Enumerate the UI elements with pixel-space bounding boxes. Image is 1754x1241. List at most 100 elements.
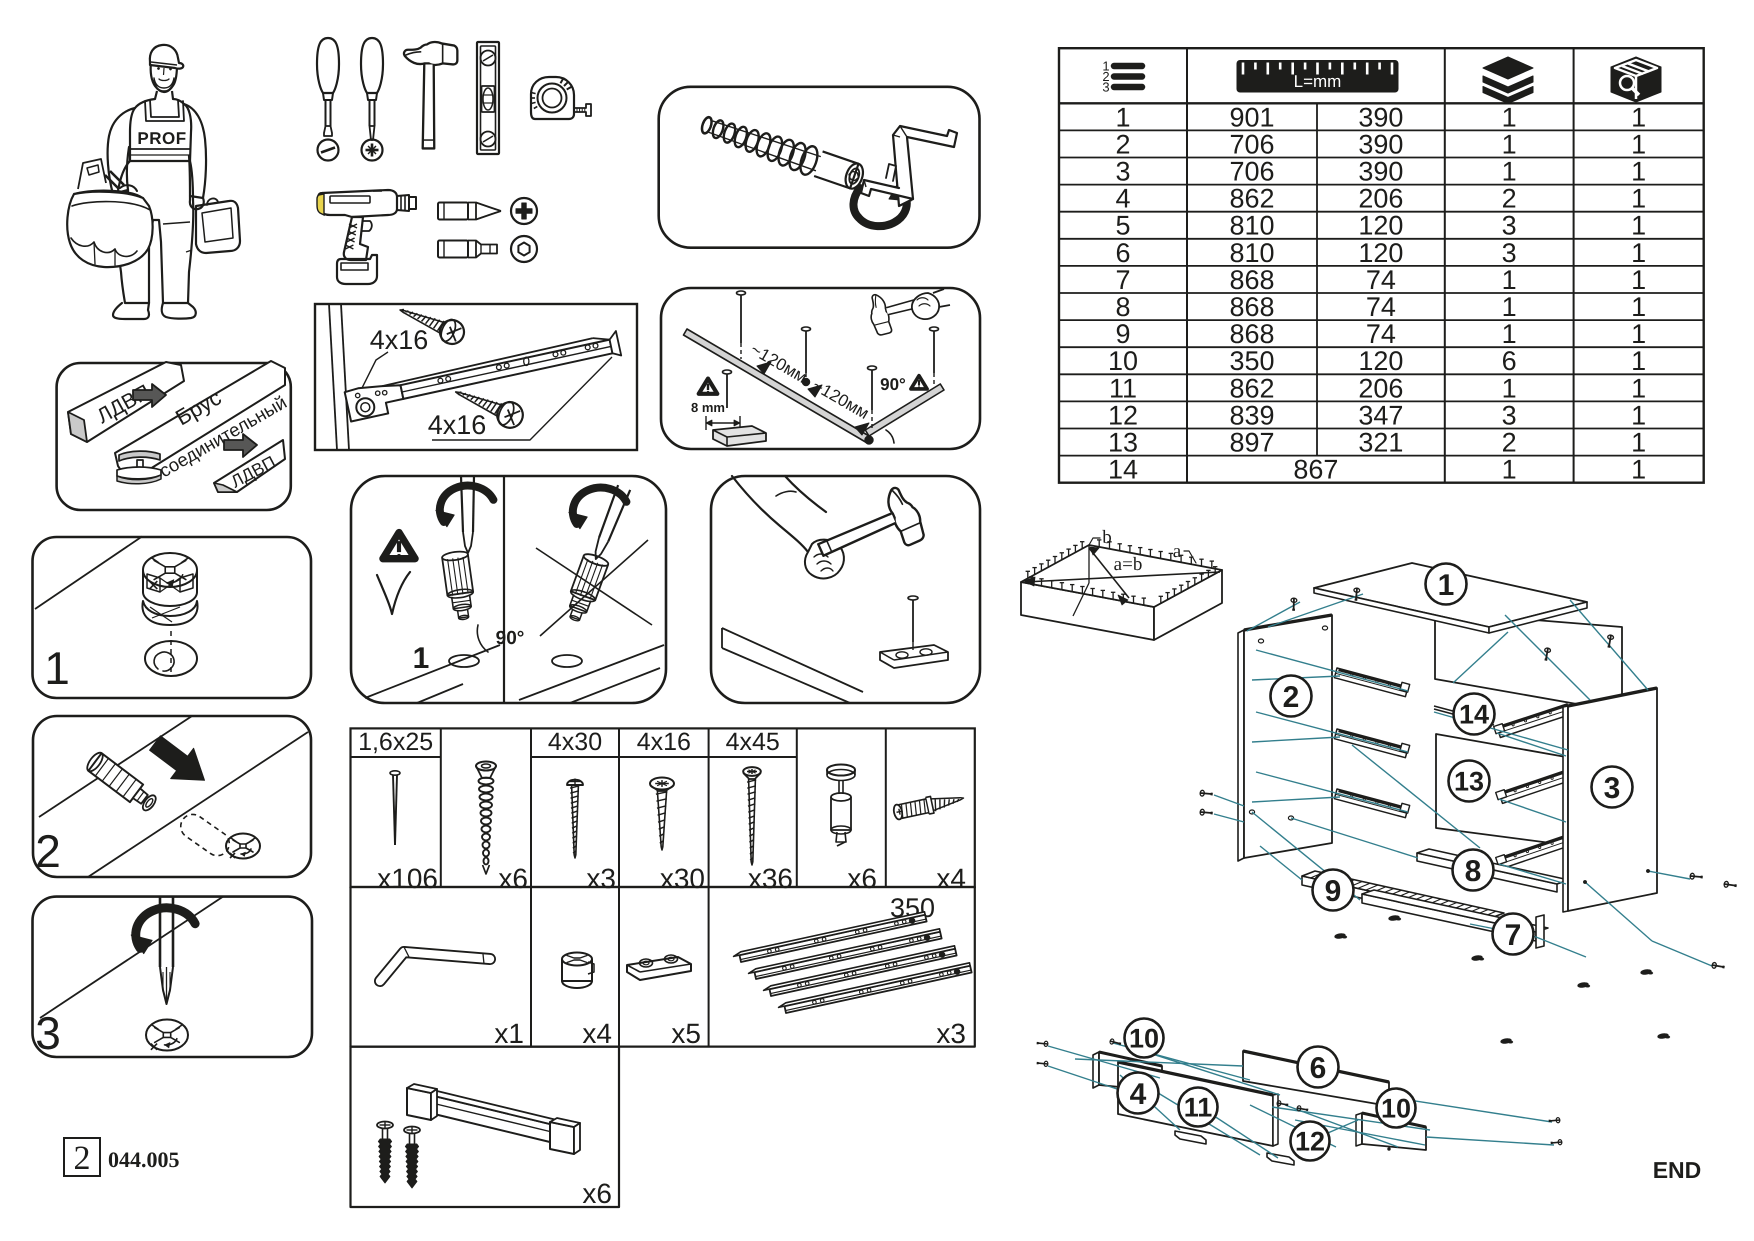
svg-text:b: b [1102, 527, 1112, 548]
svg-text:x1: x1 [494, 1018, 524, 1049]
svg-text:4x16: 4x16 [428, 410, 487, 440]
svg-text:8: 8 [1465, 855, 1482, 888]
svg-text:13: 13 [1108, 428, 1138, 458]
svg-text:x3: x3 [586, 863, 616, 894]
svg-text:1: 1 [1631, 184, 1646, 214]
svg-text:74: 74 [1366, 319, 1396, 349]
svg-text:8: 8 [1115, 292, 1130, 322]
svg-text:120: 120 [1358, 211, 1403, 241]
svg-text:12: 12 [1295, 1127, 1325, 1157]
svg-text:1: 1 [1631, 428, 1646, 458]
svg-text:1: 1 [1631, 265, 1646, 295]
svg-text:1: 1 [1631, 319, 1646, 349]
svg-text:1: 1 [1631, 238, 1646, 268]
svg-text:868: 868 [1229, 292, 1274, 322]
svg-text:x5: x5 [671, 1018, 701, 1049]
svg-text:390: 390 [1358, 157, 1403, 187]
svg-text:a: a [1173, 541, 1182, 562]
svg-text:9: 9 [1115, 319, 1130, 349]
svg-text:1: 1 [1502, 373, 1517, 403]
svg-text:4: 4 [1130, 1078, 1147, 1111]
svg-text:4x16: 4x16 [637, 728, 691, 756]
svg-text:867: 867 [1293, 455, 1338, 485]
svg-text:706: 706 [1229, 129, 1274, 159]
svg-text:11: 11 [1184, 1093, 1213, 1123]
svg-text:350: 350 [1229, 346, 1274, 376]
svg-text:044.005: 044.005 [108, 1147, 180, 1172]
svg-text:x4: x4 [936, 863, 966, 894]
svg-text:11: 11 [1109, 373, 1137, 403]
svg-text:810: 810 [1229, 238, 1274, 268]
svg-text:12: 12 [1108, 400, 1138, 430]
svg-text:868: 868 [1229, 265, 1274, 295]
svg-text:90°: 90° [496, 628, 525, 649]
svg-text:3: 3 [1102, 80, 1109, 95]
svg-text:2: 2 [1502, 428, 1517, 458]
svg-text:390: 390 [1358, 102, 1403, 132]
svg-text:74: 74 [1366, 292, 1396, 322]
svg-text:1: 1 [413, 642, 430, 675]
svg-text:1,6x25: 1,6x25 [358, 728, 433, 756]
svg-text:1: 1 [1631, 129, 1646, 159]
svg-text:1: 1 [1438, 569, 1455, 602]
svg-text:7: 7 [1505, 919, 1522, 952]
svg-text:8 mm: 8 mm [691, 400, 725, 415]
svg-text:206: 206 [1358, 373, 1403, 403]
svg-text:1: 1 [1631, 102, 1646, 132]
svg-text:x6: x6 [498, 863, 528, 894]
svg-text:1: 1 [44, 642, 70, 694]
svg-text:706: 706 [1229, 157, 1274, 187]
svg-text:2: 2 [1502, 184, 1517, 214]
svg-text:2: 2 [1102, 69, 1109, 84]
svg-text:3: 3 [1502, 400, 1517, 430]
svg-text:6: 6 [1310, 1052, 1327, 1085]
svg-text:13: 13 [1454, 767, 1484, 797]
svg-text:120: 120 [1358, 346, 1403, 376]
svg-text:x6: x6 [582, 1178, 612, 1209]
svg-text:1: 1 [1502, 265, 1517, 295]
svg-text:x6: x6 [847, 863, 877, 894]
svg-text:2: 2 [1115, 129, 1130, 159]
svg-text:1: 1 [1502, 292, 1517, 322]
svg-text:1: 1 [1502, 129, 1517, 159]
svg-text:839: 839 [1229, 400, 1274, 430]
svg-text:4x30: 4x30 [548, 728, 602, 756]
svg-text:4: 4 [1115, 184, 1130, 214]
svg-text:1: 1 [1631, 157, 1646, 187]
svg-text:4x16: 4x16 [370, 325, 429, 355]
svg-text:x4: x4 [582, 1018, 612, 1049]
svg-text:1: 1 [1631, 400, 1646, 430]
svg-text:862: 862 [1229, 184, 1274, 214]
svg-text:390: 390 [1358, 129, 1403, 159]
svg-text:x3: x3 [936, 1018, 966, 1049]
svg-text:2: 2 [1283, 681, 1300, 714]
svg-text:810: 810 [1229, 211, 1274, 241]
svg-text:6: 6 [1502, 346, 1517, 376]
svg-text:3: 3 [1502, 238, 1517, 268]
svg-text:1: 1 [1502, 319, 1517, 349]
svg-text:2: 2 [35, 825, 61, 877]
svg-text:120: 120 [1358, 238, 1403, 268]
svg-text:1: 1 [1631, 346, 1646, 376]
svg-text:1: 1 [1102, 59, 1109, 74]
svg-text:14: 14 [1108, 455, 1138, 485]
svg-text:1: 1 [1115, 102, 1130, 132]
svg-text:a=b: a=b [1114, 554, 1143, 575]
svg-text:3: 3 [1115, 157, 1130, 187]
svg-text:1: 1 [1631, 455, 1646, 485]
svg-text:x30: x30 [660, 863, 705, 894]
svg-text:9: 9 [1325, 875, 1342, 908]
svg-text:10: 10 [1129, 1024, 1159, 1054]
svg-text:1: 1 [1502, 157, 1517, 187]
svg-text:L=mm: L=mm [1294, 72, 1342, 91]
svg-text:2: 2 [74, 1140, 91, 1177]
svg-text:347: 347 [1358, 400, 1403, 430]
svg-text:END: END [1653, 1157, 1702, 1183]
svg-text:3: 3 [1604, 772, 1621, 805]
svg-text:5: 5 [1115, 211, 1130, 241]
svg-text:4x45: 4x45 [726, 728, 780, 756]
svg-text:x36: x36 [748, 863, 793, 894]
svg-text:90°: 90° [880, 375, 906, 394]
svg-text:1: 1 [1631, 292, 1646, 322]
svg-text:901: 901 [1229, 102, 1274, 132]
